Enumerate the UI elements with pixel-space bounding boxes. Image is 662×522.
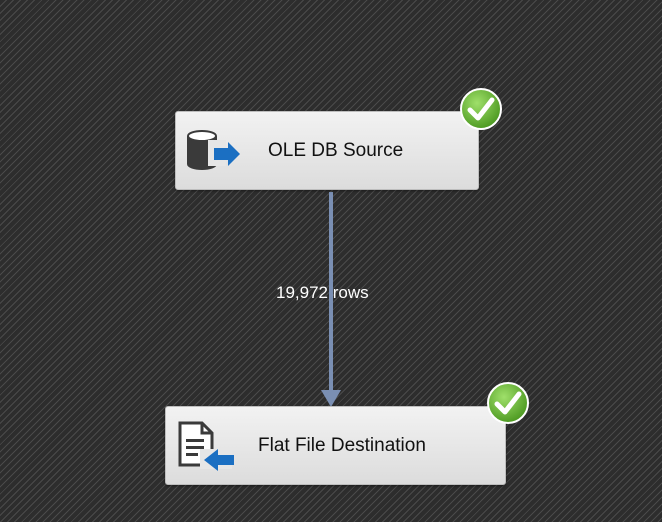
success-check-icon <box>460 88 502 130</box>
component-label: Flat File Destination <box>258 434 426 456</box>
component-label: OLE DB Source <box>268 139 404 161</box>
row-count-label: 19,972 rows <box>276 283 369 302</box>
success-check-icon <box>487 382 529 424</box>
ole-db-source-component[interactable]: OLE DB Source <box>175 111 479 190</box>
flat-file-destination-component[interactable]: Flat File Destination <box>165 406 506 485</box>
database-output-icon <box>187 130 240 170</box>
flat-file-input-icon <box>178 421 234 471</box>
